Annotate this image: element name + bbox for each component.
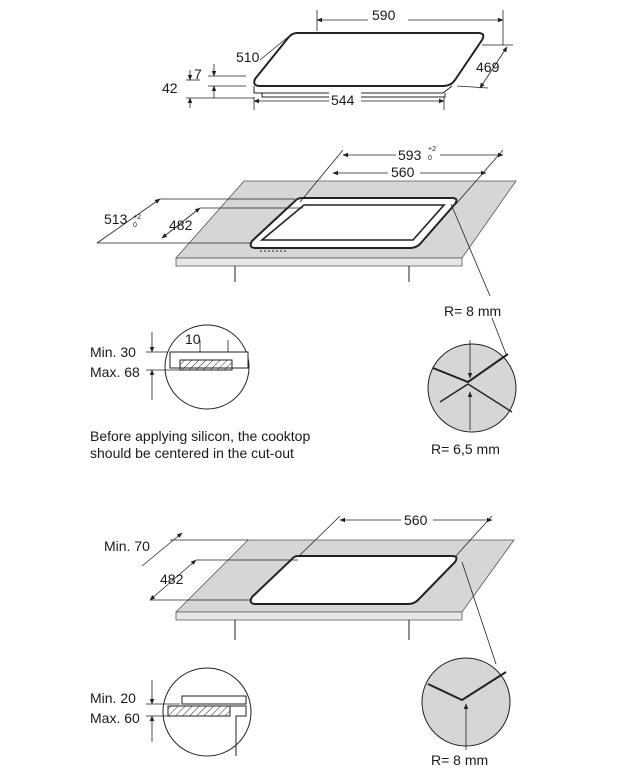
dim-label-513: 513 [104,211,128,227]
note-line-2: should be centered in the cut-out [90,445,294,461]
dim-label-469: 469 [476,59,500,75]
radius-leader-1: R= 8 mm [444,203,501,319]
dim-482-top: 482 [161,207,303,239]
radius-leader-2 [461,561,497,665]
worktop-1 [175,180,517,282]
dim-label-482-top: 482 [169,217,193,233]
hob-drawing [253,32,485,98]
dim-42: 42 [162,70,254,108]
detail-circle-radius-2: R= 8 mm [421,657,511,768]
radius-label-8-top: R= 8 mm [444,303,501,319]
dim-min-70: Min. 70 [104,532,248,567]
dim-label-560-bottom: 560 [404,512,428,528]
radius-label-65: R= 6,5 mm [431,441,500,457]
dim-482-bottom: 482 [149,559,298,601]
radius-label-8-bottom: R= 8 mm [431,752,488,768]
dim-7: 7 [194,64,246,98]
max-60-label: Max. 60 [90,710,140,726]
dim-469: 469 [456,44,513,89]
dim-513: 513 +2 0 [96,198,295,244]
svg-text:0: 0 [133,222,137,229]
dim-label-10: 10 [185,331,201,347]
dim-510: 510 [236,36,289,65]
note-line-1: Before applying silicon, the cooktop [90,428,310,444]
svg-text:0: 0 [428,155,432,162]
worktop-2 [175,539,515,640]
max-68-label: Max. 68 [90,364,140,380]
detail-circle-2: Min. 20 Max. 60 [90,667,252,757]
svg-text:+2: +2 [133,214,141,221]
dim-label-560-top: 560 [391,164,415,180]
detail-circle-1: 10 Min. 30 Max. 68 [90,324,250,410]
dim-label-7: 7 [194,66,202,82]
dim-label-590: 590 [372,7,396,23]
dim-544: 544 [253,91,445,110]
dim-560-bottom: 560 [297,510,493,558]
dim-label-42: 42 [162,80,178,96]
svg-text:+2: +2 [428,146,436,153]
dim-label-544: 544 [331,92,355,108]
min-30-label: Min. 30 [90,344,136,360]
dim-label-593: 593 [398,147,422,163]
dim-label-510: 510 [236,49,260,65]
install-note: Before applying silicon, the cooktop sho… [90,428,310,461]
dim-593: 593 +2 0 [299,144,504,205]
dim-590: 590 [316,6,504,45]
min-20-label: Min. 20 [90,690,136,706]
min-70-label: Min. 70 [104,538,150,554]
detail-circle-radius-1: R= 6,5 mm [427,317,517,457]
dim-label-482-bottom: 482 [160,571,184,587]
dim-560-top: 560 [332,163,487,180]
